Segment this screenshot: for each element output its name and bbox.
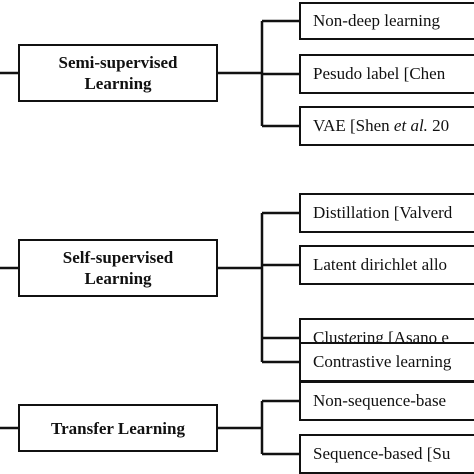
category-transfer-learning: Transfer Learning [18, 404, 218, 452]
leaf-label: Non-sequence-base [313, 391, 447, 410]
leaf-node: Pesudo label [Chen [299, 54, 474, 94]
category-semi-supervised: Semi-supervised Learning [18, 44, 218, 102]
category-label: Learning [84, 74, 152, 93]
leaf-node: Sequence-based [Su [299, 434, 474, 474]
leaf-node: VAE [Shen et al. 20 [299, 106, 474, 146]
leaf-label: Distillation [Valverd [313, 203, 453, 222]
leaf-label: Latent dirichlet allo [313, 255, 448, 274]
leaf-node: Latent dirichlet allo [299, 245, 474, 285]
category-self-supervised: Self-supervised Learning [18, 239, 218, 297]
category-label: Semi-supervised [58, 53, 178, 72]
leaf-node: Non-sequence-base [299, 381, 474, 421]
category-label: Learning [84, 269, 152, 288]
leaf-node: Distillation [Valverd [299, 193, 474, 233]
leaf-node: Non-deep learning [299, 2, 474, 40]
leaf-label: Contrastive learning [313, 352, 452, 371]
category-label: Self-supervised [62, 248, 174, 267]
category-label: Transfer Learning [51, 418, 185, 438]
leaf-label: Non-deep learning [313, 11, 440, 30]
leaf-node: Contrastive learning [299, 342, 474, 382]
leaf-label: Sequence-based [Su [313, 444, 451, 463]
leaf-label: Pesudo label [Chen [313, 64, 446, 83]
leaf-label: VAE [Shen et al. 20 [313, 116, 450, 135]
